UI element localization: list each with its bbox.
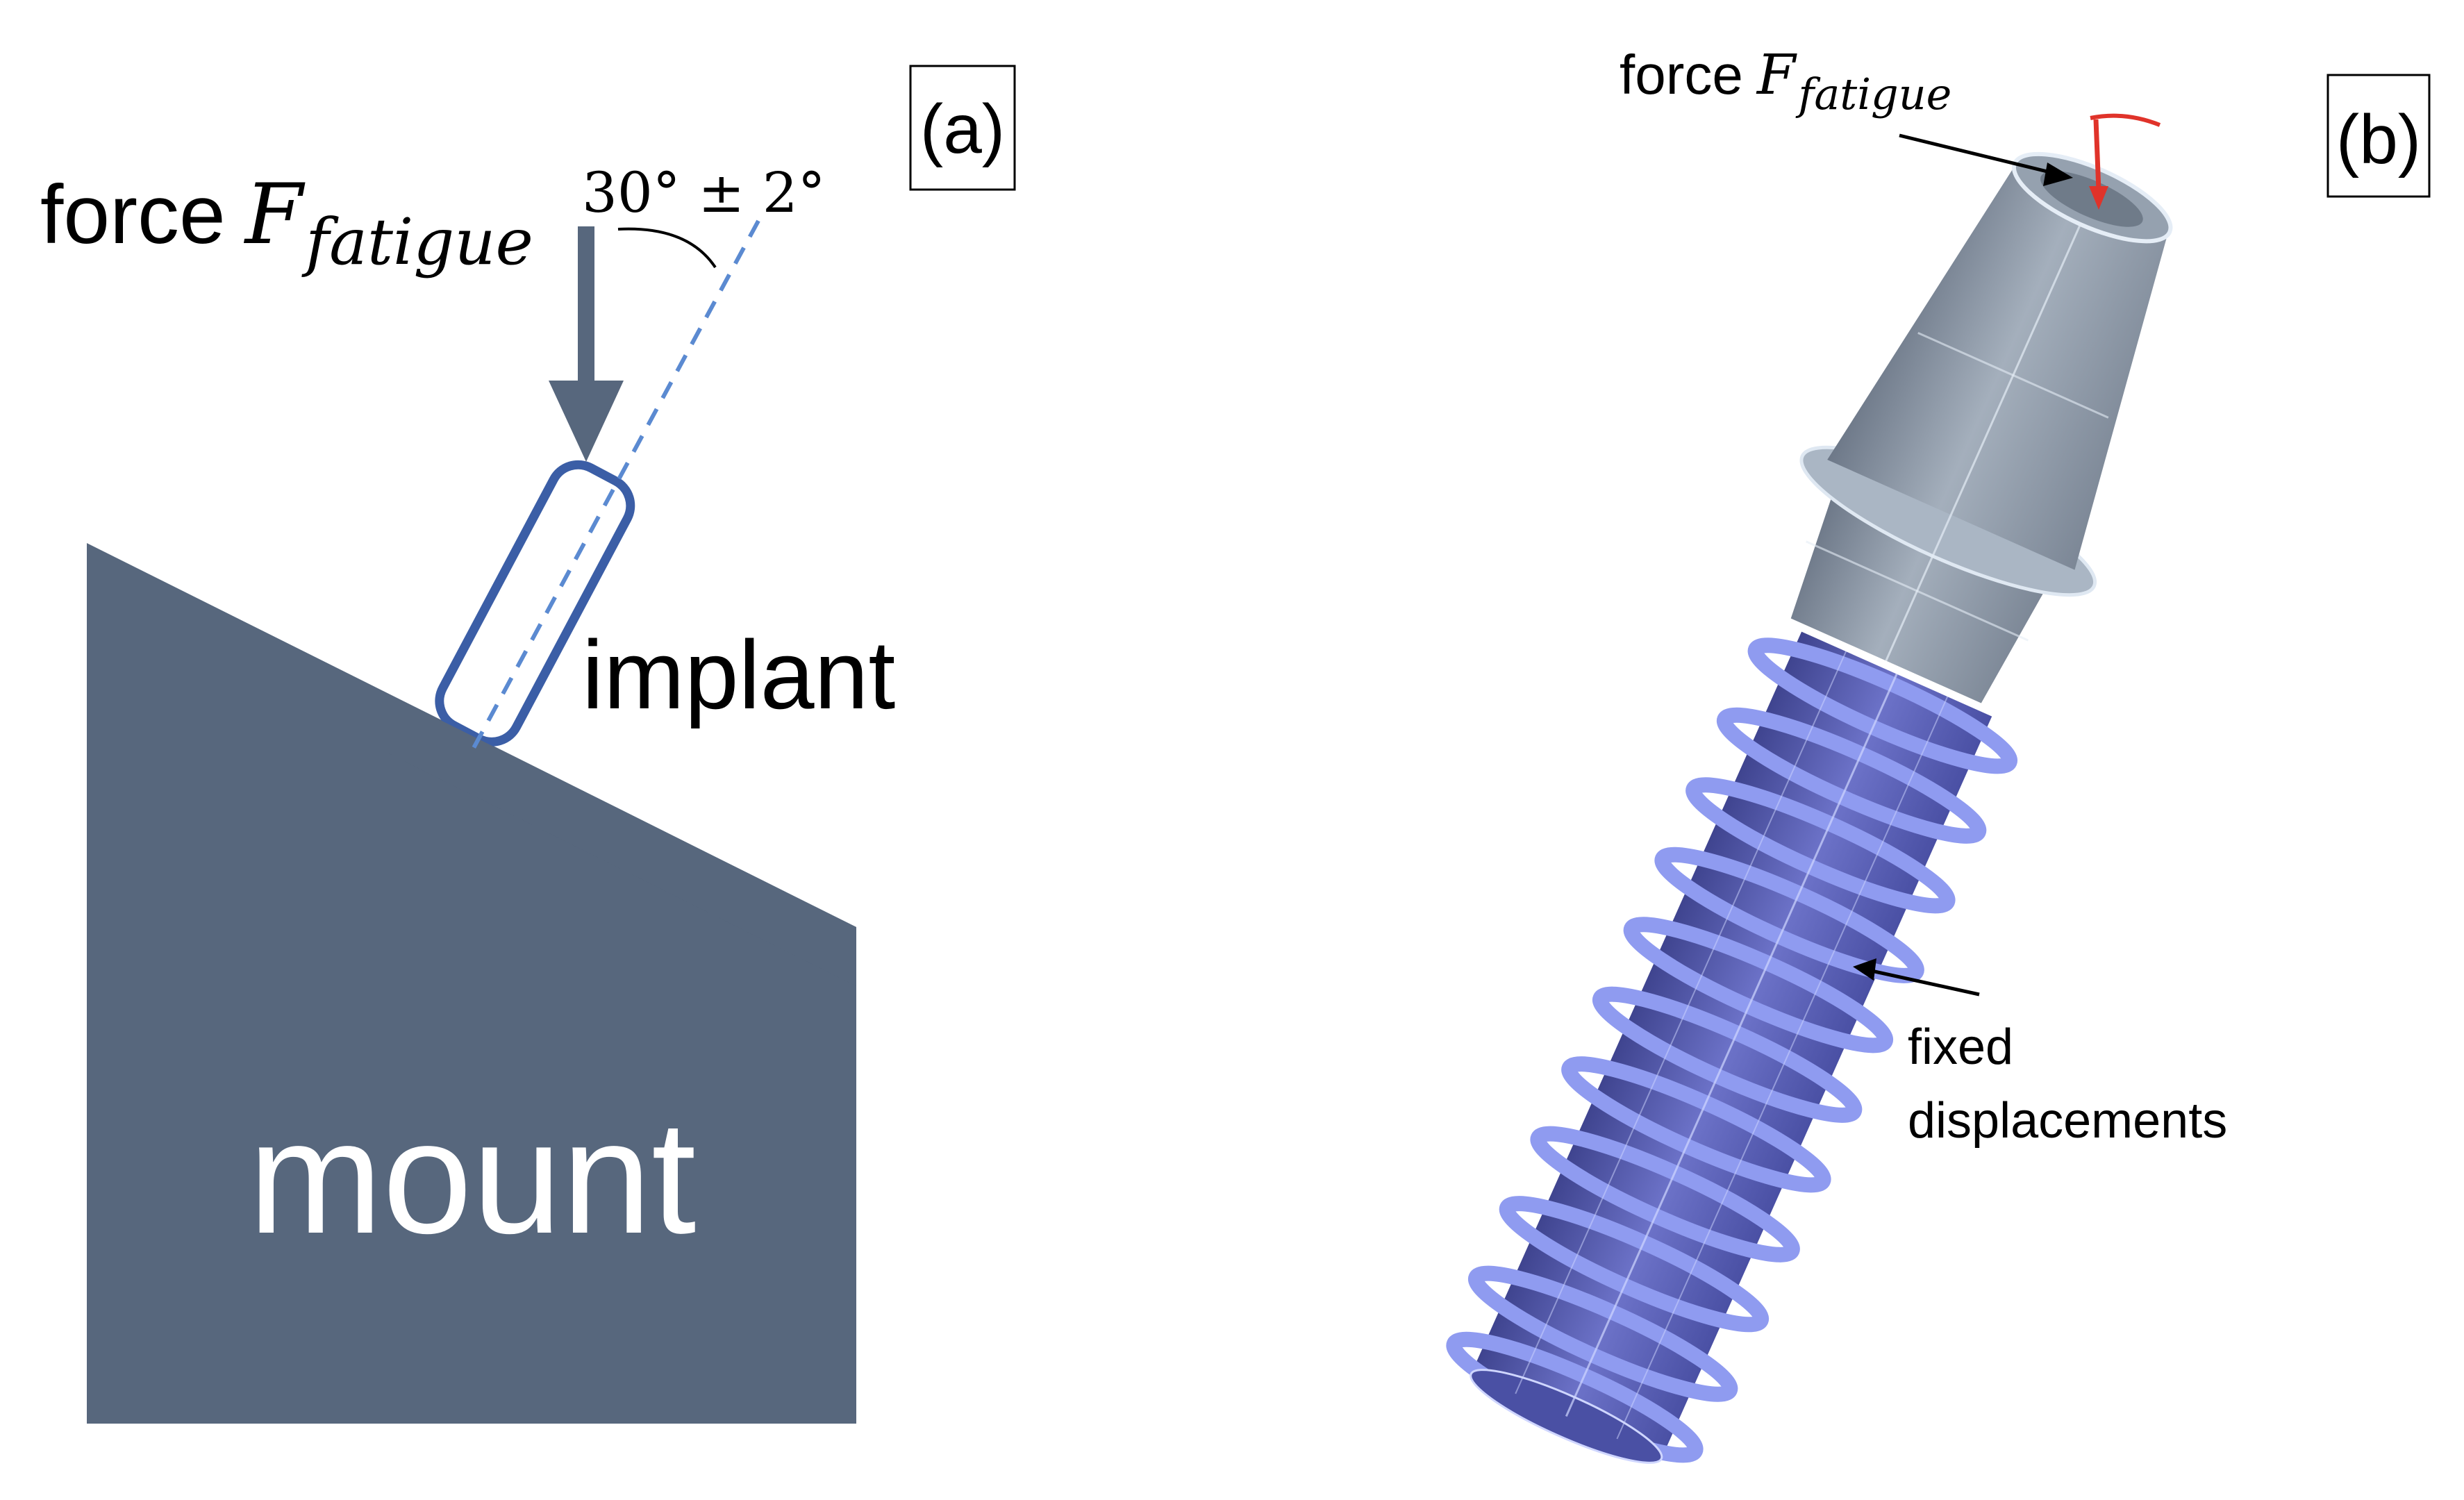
force-arrow (549, 226, 624, 462)
mount-label: mount (249, 1088, 697, 1267)
force-label-a: force F fatigue (40, 167, 533, 279)
implant-axis-line (467, 219, 760, 758)
angle-label: 30° ± 2° (582, 160, 826, 225)
mount-top-edge (389, 694, 856, 986)
angle-arc (617, 227, 717, 269)
implant-threaded-body (1446, 631, 2018, 1464)
fixed-leader-arrow (1853, 958, 1980, 997)
abutment (1790, 151, 2173, 703)
panel-b: force F fatigue fixed displacements (b) (1446, 42, 2431, 1464)
force-label-b: force F fatigue (1620, 42, 1951, 119)
fixed-displacements-label-line1: fixed (1908, 1019, 2013, 1075)
panel-b-tag-box (2326, 74, 2431, 198)
panel-a-tag: (a) (920, 90, 1005, 168)
implant-label: implant (582, 620, 895, 729)
implant-outline (435, 460, 635, 747)
panel-a-tag-box (909, 65, 1016, 191)
mount-block (87, 543, 856, 1424)
load-marker (2089, 113, 2161, 210)
fixed-displacements-label-line2: displacements (1908, 1093, 2227, 1149)
panel-a: mount force F fatigue 30° ± 2° implant (… (40, 65, 1016, 1424)
force-leader-arrow (1899, 133, 2073, 186)
panel-b-tag: (b) (2336, 101, 2421, 178)
